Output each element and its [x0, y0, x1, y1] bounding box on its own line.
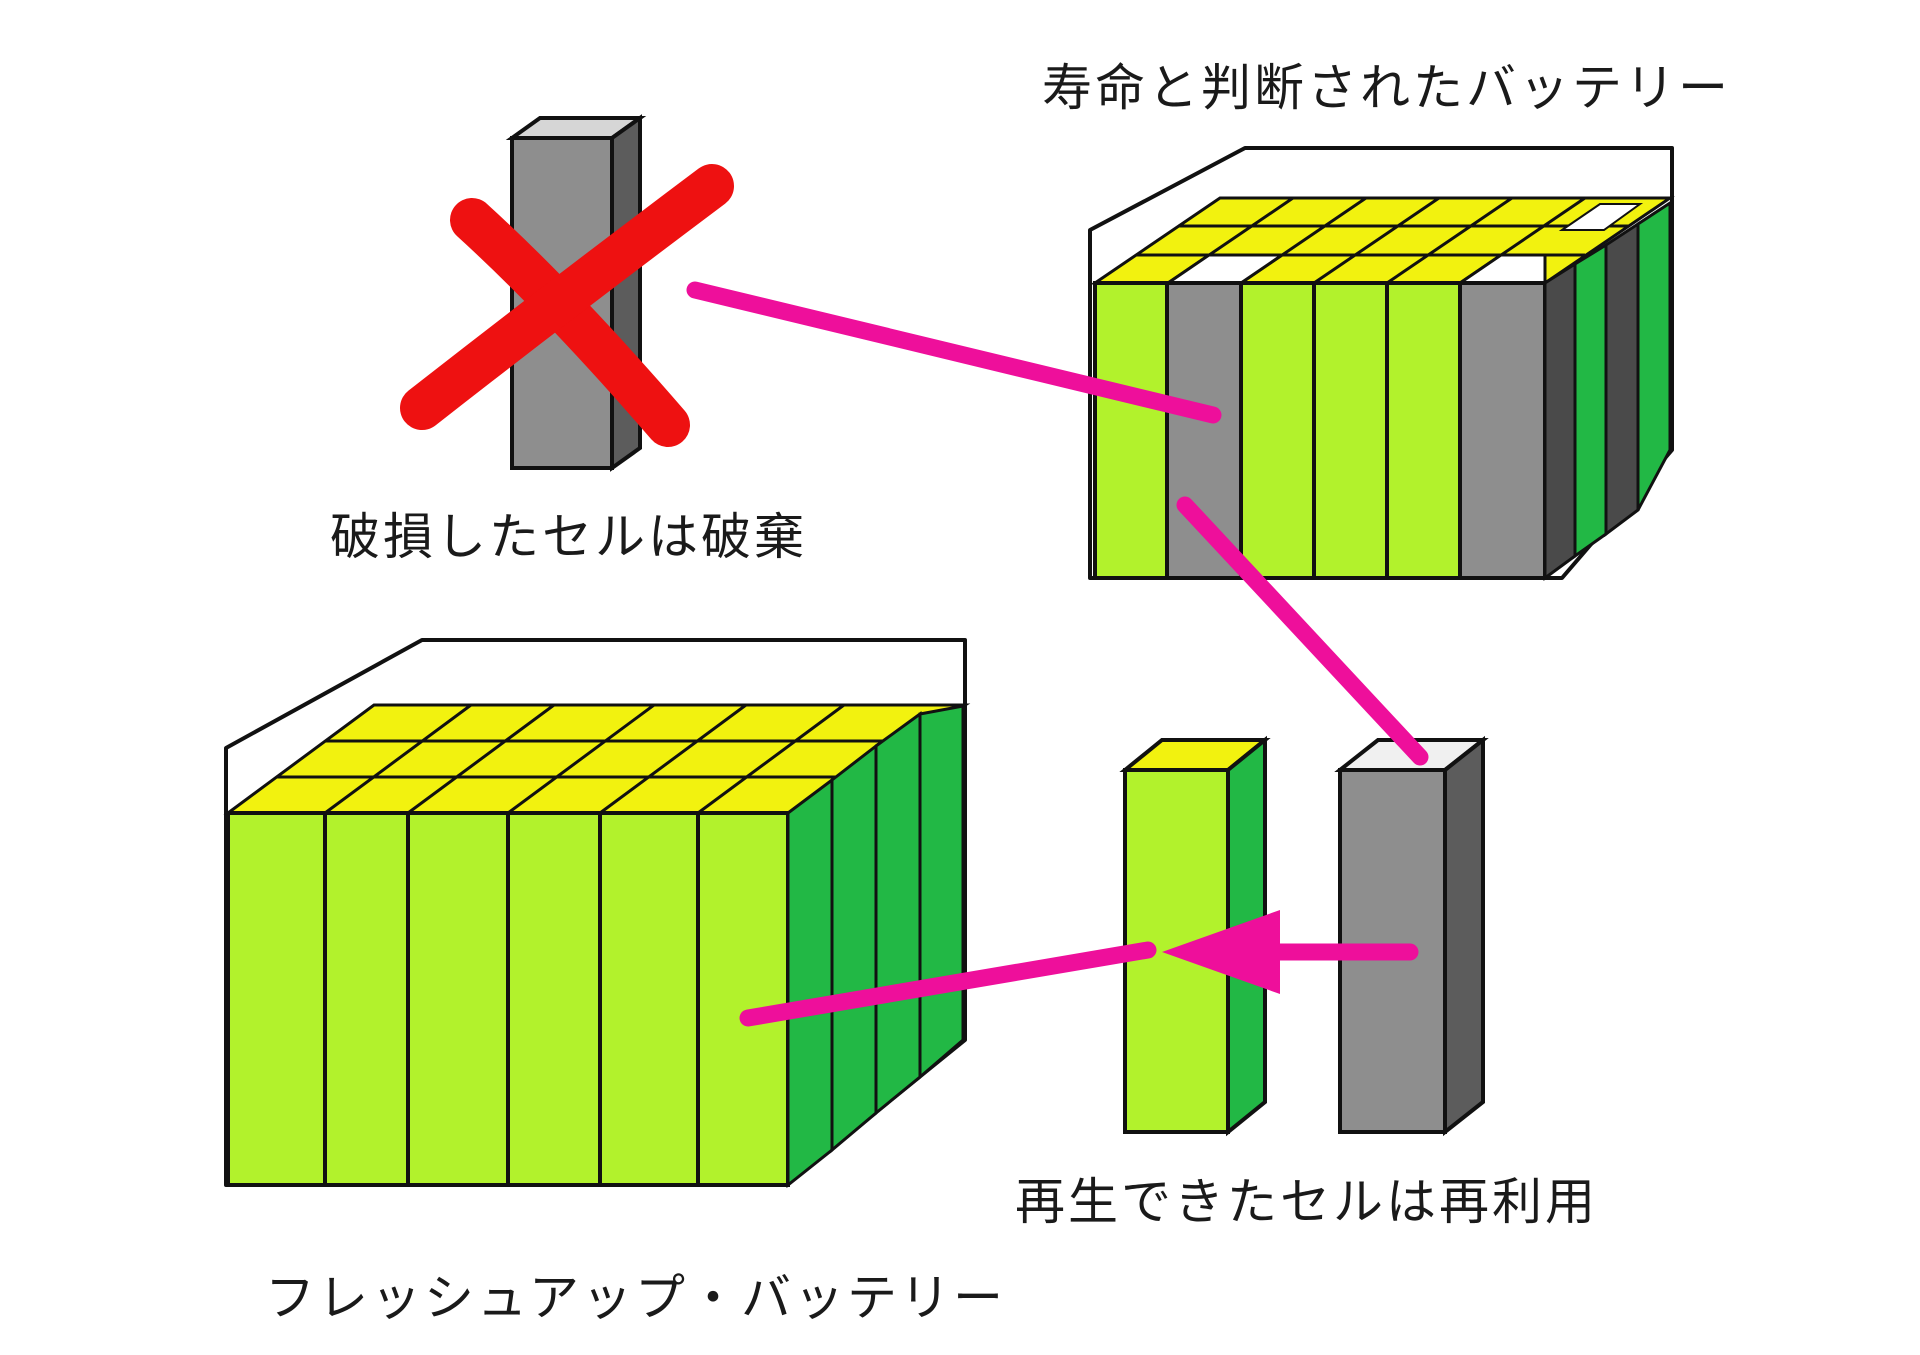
refreshed-cell-4 — [506, 811, 602, 1187]
refreshed-side-3 — [874, 711, 922, 1117]
damaged-cell-label: 破損したセルは破棄 — [330, 508, 807, 566]
refreshed-battery-pack — [223, 638, 971, 1189]
refreshed-cell-2 — [323, 811, 410, 1187]
used-side-2 — [1573, 242, 1608, 559]
refreshed-cell-6 — [696, 811, 790, 1187]
used-cell-1 — [1093, 281, 1169, 580]
arrow-icon — [739, 941, 1157, 1027]
used-side-1 — [1543, 261, 1577, 581]
arrow-icon — [1162, 910, 1280, 994]
refreshed-cell-3 — [406, 811, 510, 1187]
refreshed-side-4 — [918, 704, 965, 1081]
reusable-cell-label: 再生できたセルは再利用 — [1015, 1173, 1598, 1231]
used-battery-pack — [1088, 146, 1675, 581]
used-cell-3 — [1239, 281, 1316, 580]
used-side-3 — [1604, 221, 1640, 537]
refreshed-cell-1 — [226, 811, 327, 1187]
used-cell-5 — [1385, 281, 1462, 580]
flow-arrows — [686, 281, 1429, 1027]
used-cell-6-damaged — [1458, 281, 1547, 580]
cross-icon — [400, 164, 734, 447]
used-battery-label: 寿命と判断されたバッテリー — [1042, 59, 1731, 117]
refreshed-side-1 — [786, 777, 834, 1189]
refreshed-battery-label: フレッシュアップ・バッテリー — [265, 1269, 1006, 1327]
refreshed-cell-5 — [598, 811, 700, 1187]
arrow-icon — [686, 281, 1222, 424]
extracted-gray-cell — [1334, 735, 1489, 1137]
used-side-4 — [1636, 200, 1672, 511]
used-cell-4 — [1312, 281, 1389, 580]
arrow-icon — [1176, 496, 1429, 766]
refreshed-side-2 — [830, 742, 878, 1154]
